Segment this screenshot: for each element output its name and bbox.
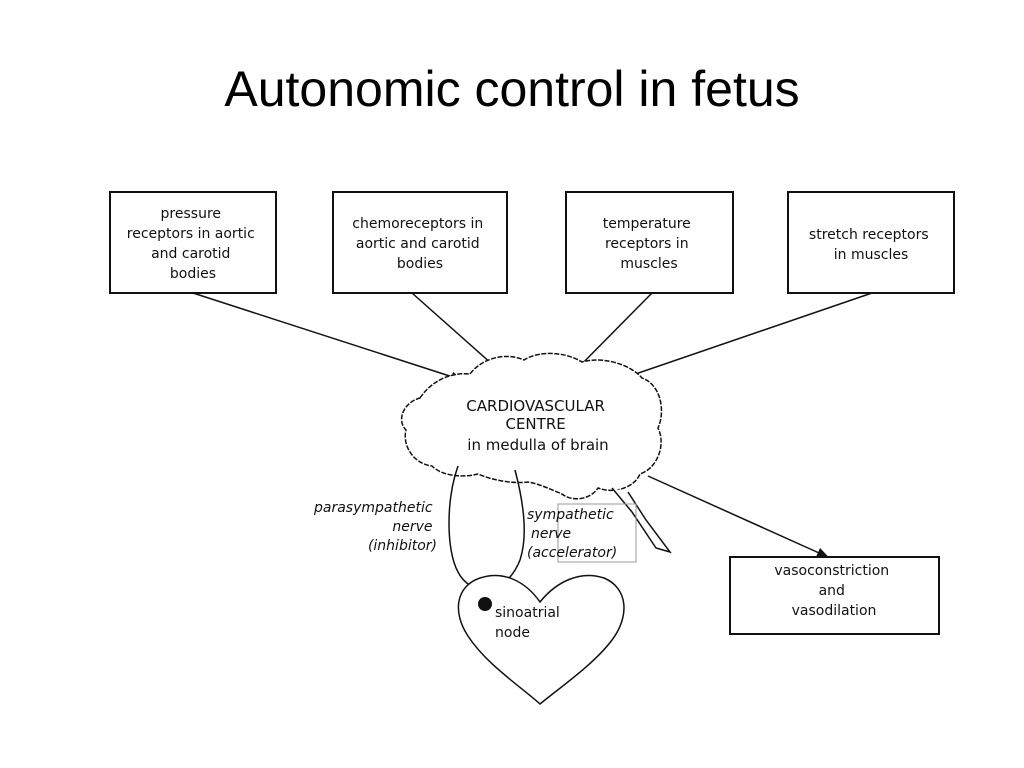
- pressure-receptors-box: pressure receptors in aortic and carotid…: [109, 191, 277, 294]
- box-line: temperature receptors in muscles: [603, 216, 695, 272]
- cardiovascular-centre-cloud: [400, 352, 663, 500]
- box-line: vasoconstriction and vasodilation: [774, 563, 893, 619]
- arrow-centre-to-vaso: [647, 475, 829, 558]
- sympathetic-label-frame: [557, 503, 637, 563]
- box-line: chemoreceptors in aortic and carotid bod…: [352, 216, 487, 272]
- stretch-receptors-box: stretch receptors in muscles: [787, 191, 955, 294]
- temperature-receptors-box: temperature receptors in muscles: [565, 191, 734, 294]
- parasympathetic-label: parasympathetic nerve (inhibitor): [313, 500, 437, 554]
- arrow-pressure-to-centre: [192, 292, 463, 382]
- slide-title: Autonomic control in fetus: [224, 61, 800, 117]
- box-line: stretch receptors in muscles: [809, 227, 933, 263]
- vasoconstriction-box: vasoconstriction and vasodilation: [729, 556, 940, 635]
- cardiovascular-centre-text: CARDIOVASCULAR CENTRE in medulla of brai…: [466, 397, 609, 454]
- heart-shape: [457, 574, 625, 705]
- box-line: pressure receptors in aortic and carotid…: [127, 206, 259, 282]
- sinoatrial-node-dot: [478, 597, 492, 611]
- sympathetic-label: sympathetic nerve (accelerator): [527, 507, 618, 561]
- arrow-stretch-to-centre: [617, 292, 873, 382]
- sinoatrial-node-label: sinoatrial node: [495, 605, 564, 641]
- sympathetic-nerve-line: [491, 469, 526, 593]
- chemoreceptors-box: chemoreceptors in aortic and carotid bod…: [332, 191, 508, 294]
- parasympathetic-nerve-line: [448, 465, 487, 595]
- brainstem: [611, 487, 672, 554]
